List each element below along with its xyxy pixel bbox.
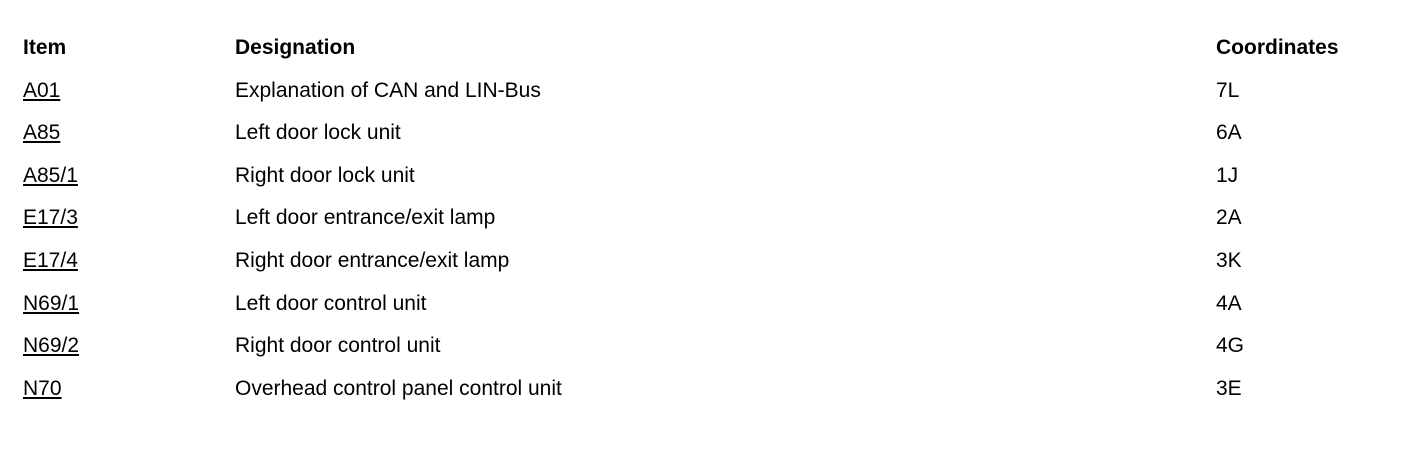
coordinates-cell: 6A — [1216, 121, 1242, 145]
table-header-row: Item Designation Coordinates — [0, 27, 1408, 70]
designation-cell: Left door lock unit — [235, 121, 401, 145]
item-link[interactable]: N69/1 — [23, 291, 80, 315]
coordinates-cell: 2A — [1216, 206, 1242, 230]
designation-cell: Left door control unit — [235, 291, 427, 315]
coordinates-cell: 4A — [1216, 291, 1242, 315]
coordinates-cell: 7L — [1216, 78, 1240, 102]
table-row: A85 Left door lock unit 6A — [0, 112, 1408, 155]
item-link[interactable]: A85 — [23, 121, 61, 145]
item-link[interactable]: A85/1 — [23, 163, 78, 187]
item-link[interactable]: E17/4 — [23, 248, 78, 272]
designation-cell: Overhead control panel control unit — [235, 376, 562, 400]
table-row: N69/2 Right door control unit 4G — [0, 325, 1408, 368]
table-row: N69/1 Left door control unit 4A — [0, 283, 1408, 326]
item-link[interactable]: E17/3 — [23, 206, 78, 230]
item-link[interactable]: A01 — [23, 78, 61, 102]
header-designation: Designation — [235, 36, 356, 59]
item-link[interactable]: N70 — [23, 376, 62, 400]
coordinates-cell: 3K — [1216, 248, 1242, 272]
component-table: Item Designation Coordinates A01 Explana… — [0, 27, 1408, 410]
table-row: E17/4 Right door entrance/exit lamp 3K — [0, 240, 1408, 283]
item-link[interactable]: N69/2 — [23, 334, 80, 358]
designation-cell: Right door control unit — [235, 334, 441, 358]
designation-cell: Right door entrance/exit lamp — [235, 248, 510, 272]
designation-cell: Right door lock unit — [235, 163, 415, 187]
header-item: Item — [23, 36, 67, 59]
table-row: E17/3 Left door entrance/exit lamp 2A — [0, 197, 1408, 240]
table-row: N70 Overhead control panel control unit … — [0, 368, 1408, 411]
designation-cell: Left door entrance/exit lamp — [235, 206, 496, 230]
table-row: A85/1 Right door lock unit 1J — [0, 155, 1408, 198]
designation-cell: Explanation of CAN and LIN-Bus — [235, 78, 541, 102]
table-row: A01 Explanation of CAN and LIN-Bus 7L — [0, 70, 1408, 113]
header-coordinates: Coordinates — [1216, 36, 1339, 59]
coordinates-cell: 4G — [1216, 334, 1245, 358]
coordinates-cell: 1J — [1216, 163, 1239, 187]
coordinates-cell: 3E — [1216, 376, 1242, 400]
